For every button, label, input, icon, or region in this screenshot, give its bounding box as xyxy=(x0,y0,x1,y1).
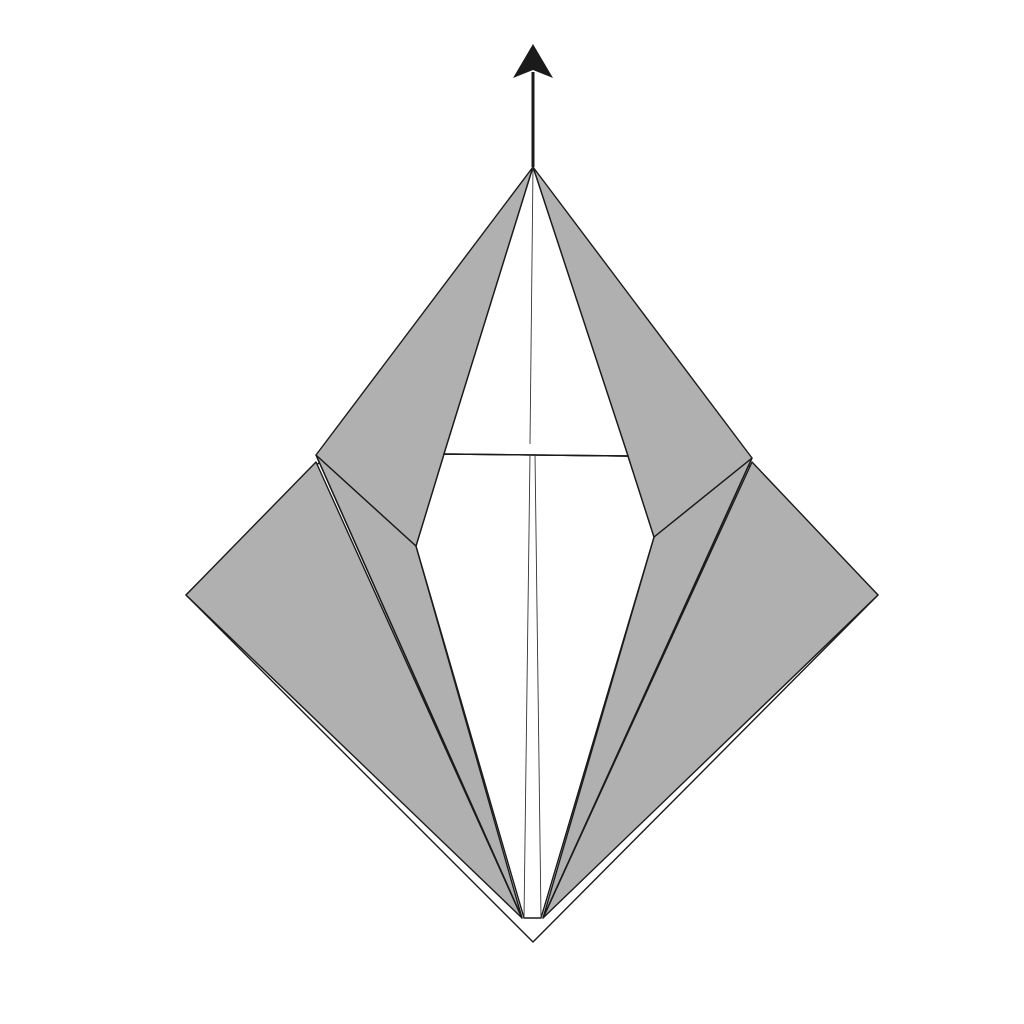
center-crease-right xyxy=(534,453,542,919)
left-diagonal-edge xyxy=(315,454,523,919)
arrow-up-icon xyxy=(513,44,553,78)
left-outer-flap xyxy=(185,461,523,919)
right-outer-flap xyxy=(542,461,879,919)
center-crease-upper xyxy=(529,166,534,445)
horizontal-fold-line xyxy=(443,453,629,457)
center-crease-left xyxy=(523,453,531,919)
right-diagonal-edge xyxy=(542,457,753,919)
